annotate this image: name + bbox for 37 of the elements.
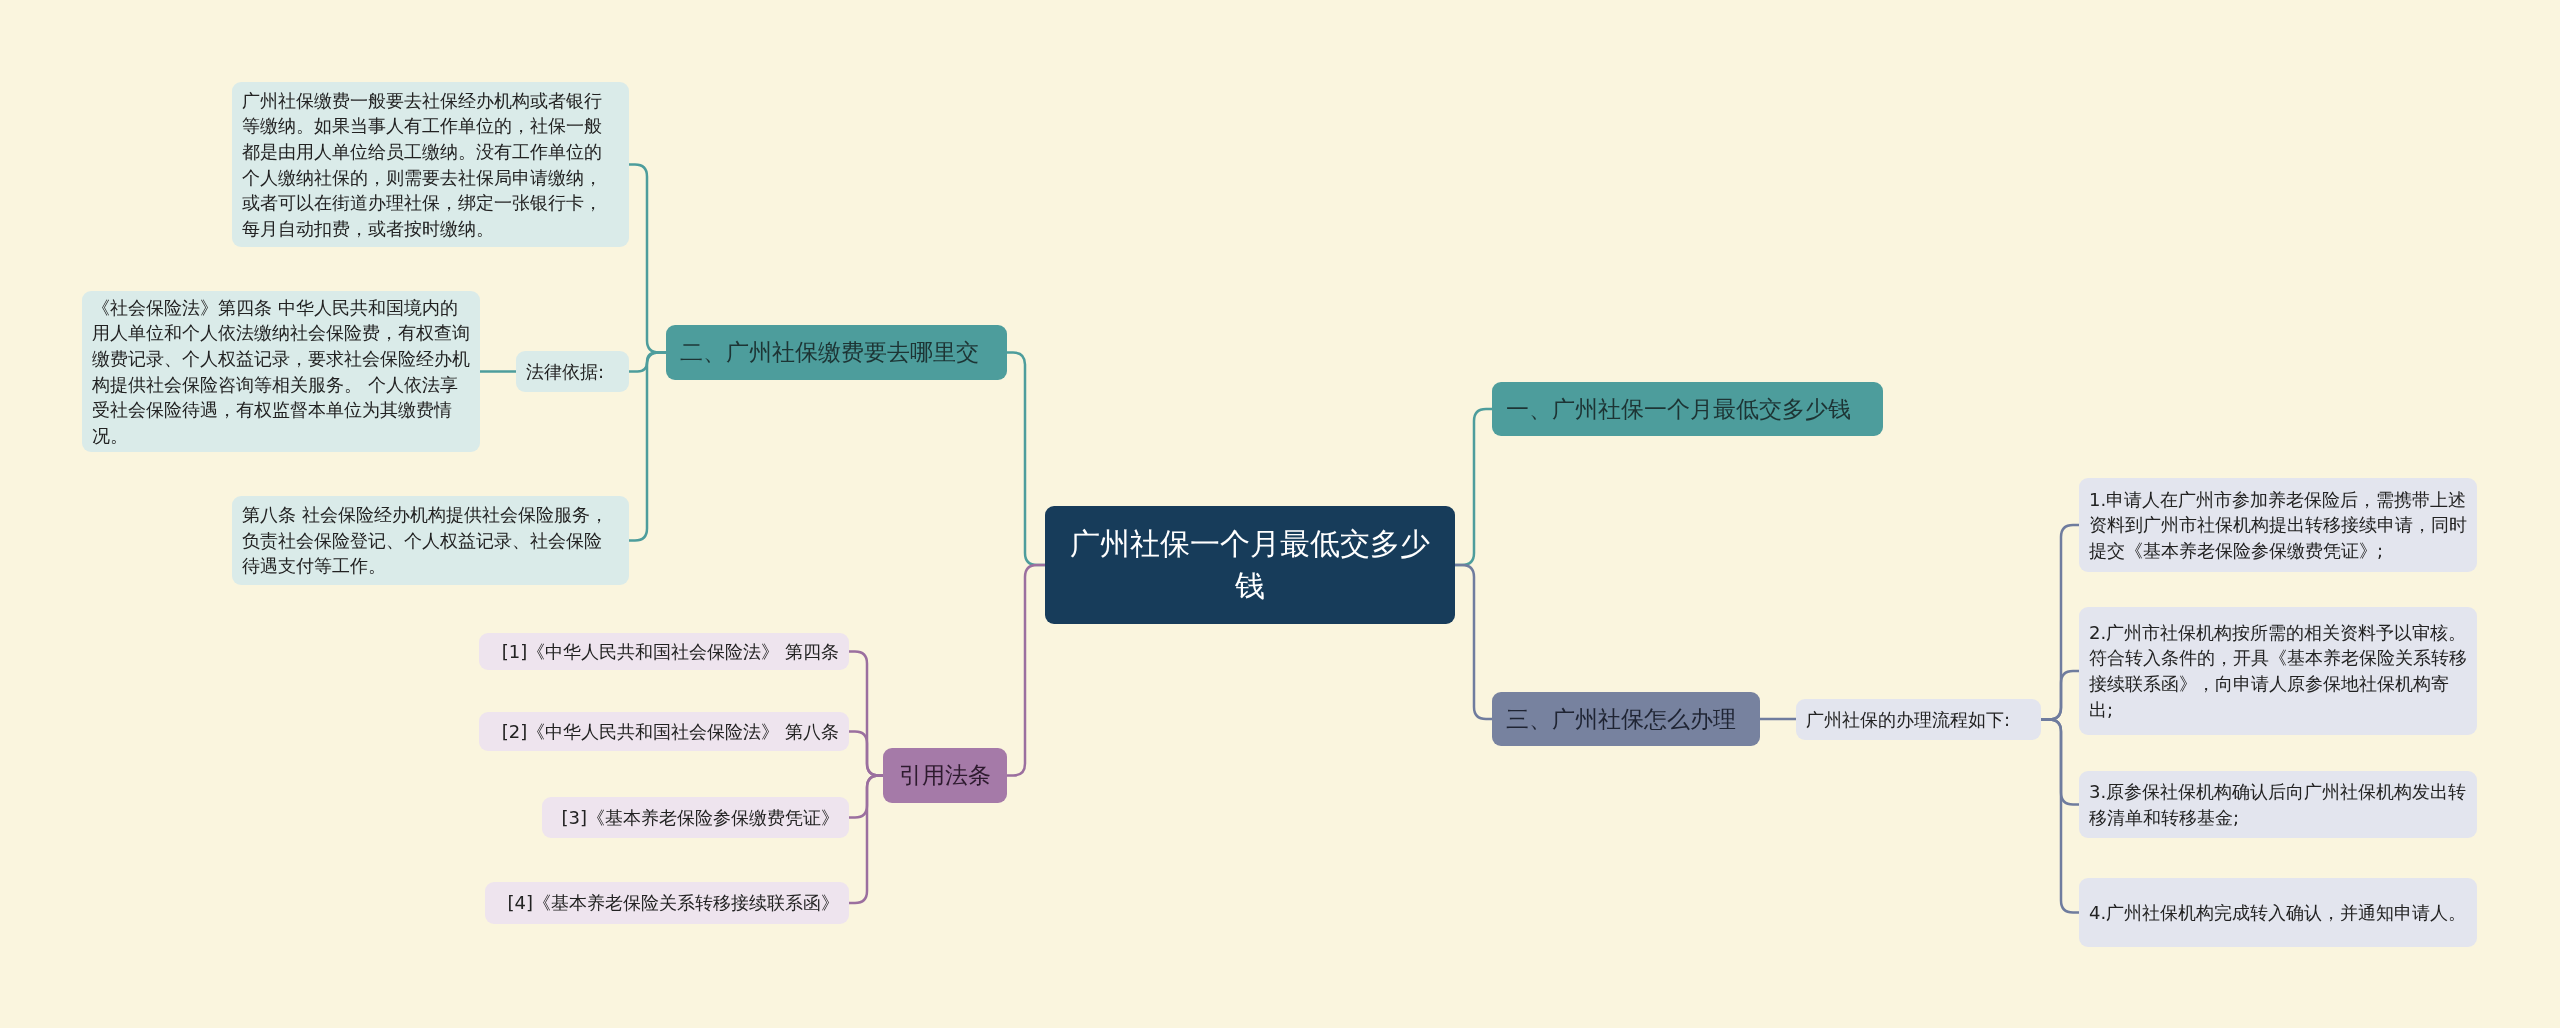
topic-text: 一、广州社保一个月最低交多少钱 — [1506, 394, 1852, 424]
note-text: [3]《基本养老保险参保缴费凭证》 — [560, 805, 839, 830]
connector-line — [480, 370, 516, 373]
topic-text: 广州社保一个月最低交多少钱 — [1069, 525, 1431, 605]
note-text: [1]《中华人民共和国社会保险法》 第四条 — [500, 639, 839, 664]
note-text: [2]《中华人民共和国社会保险法》 第八条 — [500, 719, 839, 744]
note-box — [232, 496, 629, 585]
note-text: 《社会保险法》第四条 中华人民共和国境内的用人单位和个人依法缴纳社会保险费，有权查询缴费记录、个人权益记录，要求社会保险经办机构提供社会保险咨询等相关服务。 个人依法享受社会保险待遇，有权监督本单位为其缴费情况。 — [92, 295, 470, 448]
note-box — [1796, 699, 2041, 740]
note-box — [232, 82, 629, 247]
note-box — [2079, 607, 2477, 735]
topic-box — [666, 325, 1007, 380]
topic-box — [883, 748, 1007, 803]
note-text: 4.广州社保机构完成转入确认，并通知申请人。 — [2089, 900, 2467, 925]
note-text: 3.原参保社保机构确认后向广州社保机构发出转移清单和转移基金; — [2089, 779, 2467, 830]
note-text: 第八条 社会保险经办机构提供社会保险服务，负责社会保险登记、个人权益记录、社会保险待遇支付等工作。 — [242, 503, 609, 579]
note-box — [479, 712, 849, 751]
note-box — [516, 351, 629, 392]
note-box — [479, 633, 849, 670]
topic-box — [1492, 692, 1760, 746]
note-text: 2.广州市社保机构按所需的相关资料予以审核。符合转入条件的，开具《基本养老保险关系转移接续联系函》，向申请人原参保地社保机构寄出; — [2089, 620, 2467, 722]
note-text: 法律依据: — [526, 359, 606, 384]
central-topic-box — [1045, 506, 1455, 624]
note-text: 广州社保缴费一般要去社保经办机构或者银行等缴纳。如果当事人有工作单位的，社保一般都是由用人单位给员工缴纳。没有工作单位的个人缴纳社保的，则需要去社保局申请缴纳，或者可以在街道办理社保，绑定一张银行卡，每月自动扣费，或者按时缴纳。 — [242, 88, 603, 241]
topic-text: 引用法条 — [898, 761, 992, 791]
connector-line — [1760, 717, 1796, 721]
note-box — [542, 797, 849, 838]
note-box — [2079, 878, 2477, 947]
note-text: 1.申请人在广州市参加养老保险后，需携带上述资料到广州市社保机构提出转移接续申请，同时提交《基本养老保险参保缴费凭证》; — [2089, 487, 2467, 563]
note-text: 广州社保的办理流程如下: — [1806, 707, 2012, 732]
topic-box — [1492, 382, 1883, 436]
note-box — [2079, 478, 2477, 572]
topic-text: 三、广州社保怎么办理 — [1506, 704, 1737, 734]
topic-text: 二、广州社保缴费要去哪里交 — [680, 338, 980, 368]
note-box — [2079, 771, 2477, 838]
note-text: [4]《基本养老保险关系转移接续联系函》 — [506, 891, 839, 916]
note-box — [485, 882, 849, 924]
